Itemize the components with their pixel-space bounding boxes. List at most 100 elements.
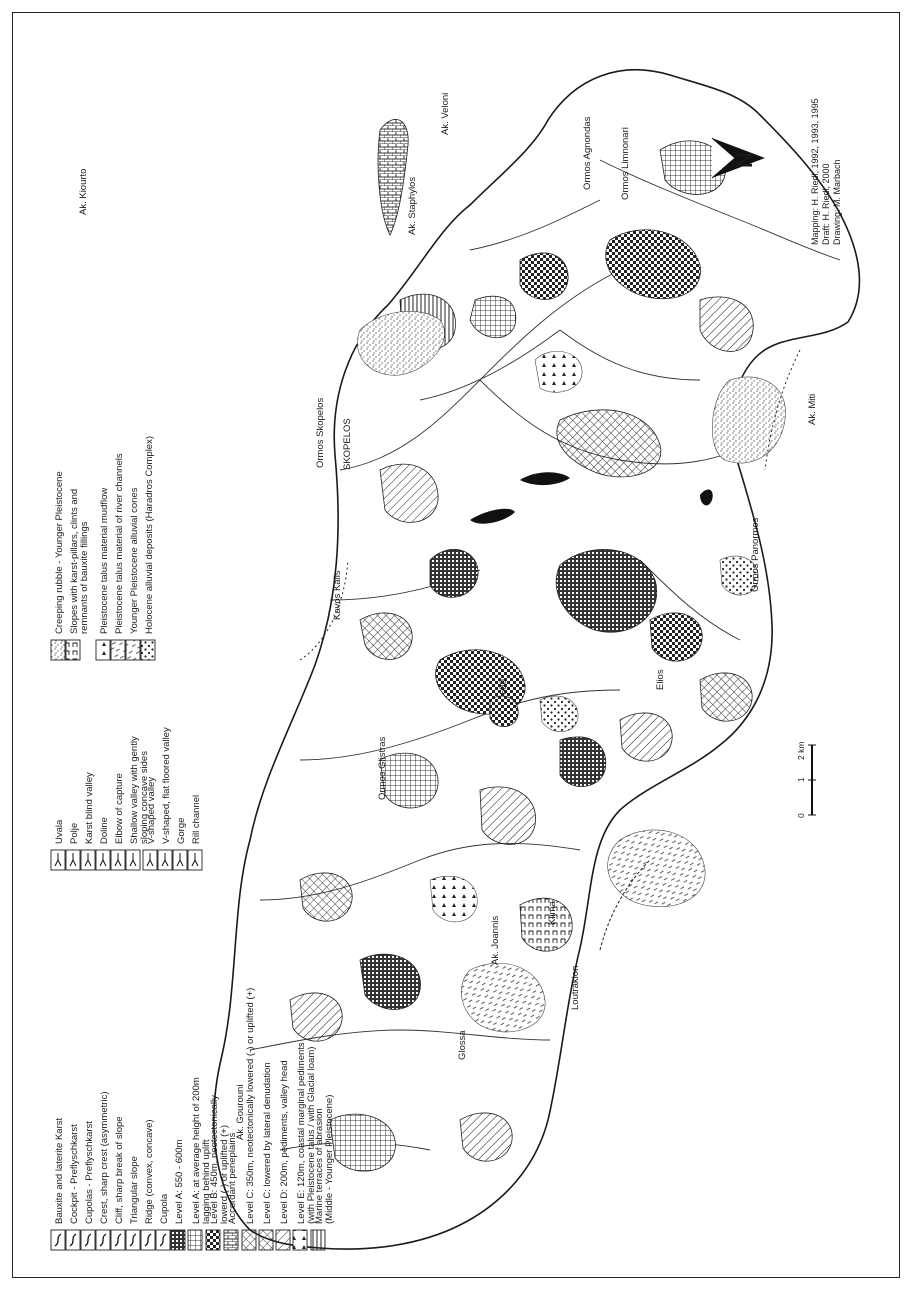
legend-label: Slopes with karst-pillars, clints and <box>69 489 80 634</box>
legend-label-line2: remnants of bauxite fillings <box>79 521 90 634</box>
legend-label-line2: (Middle - Younger Pleistocene) <box>324 1095 335 1224</box>
legend-label: V-shaped valley <box>146 777 157 844</box>
river-talus-icon <box>110 639 126 661</box>
bauxite-lenses <box>470 472 713 524</box>
cupola-rings-icon-glyph <box>84 1233 92 1247</box>
cupola-circle-icon-glyph <box>159 1233 167 1247</box>
holocene-dots-icon <box>140 639 156 661</box>
karst-pillars-icon <box>65 639 81 661</box>
place-labels: Ak. Gourouni Glossa Loutrakion Klima Ak.… <box>78 93 818 1140</box>
diagonal-cross-icon <box>258 1229 274 1251</box>
checker-dense-icon <box>170 1229 186 1251</box>
cliff-triangles-icon-glyph <box>114 1233 122 1247</box>
label-ormos-skopelos: Ormos Skopelos <box>315 398 326 468</box>
rill-icon-glyph <box>191 853 199 867</box>
label-ormos-agnondas: Ormos Agnondas <box>582 116 593 190</box>
legend-label: Cupola <box>159 1193 170 1224</box>
triangular-slope-icon-glyph <box>129 1233 137 1247</box>
landform-patches <box>289 119 754 1172</box>
crest-ticks-icon-glyph <box>99 1233 107 1247</box>
north-arrow-label: N <box>732 152 757 168</box>
alluvial-cone-icon <box>125 639 141 661</box>
label-loutrakion: Loutrakion <box>570 966 581 1010</box>
stream-network <box>249 159 841 1151</box>
vertical-hatch-icon <box>310 1229 326 1251</box>
scale-tick-1: 1 <box>796 777 806 782</box>
label-peak-680: 680 <box>498 679 509 695</box>
stipple-icon <box>50 639 66 661</box>
crest-lines <box>299 349 801 951</box>
legend-label-line2: lowerd (-) or uplifted (+) <box>219 1125 230 1224</box>
label-ak-staphylos: Ak. Staphylos <box>407 177 418 235</box>
legend-label: Rill channel <box>191 795 202 844</box>
scale-tick-0: 0 <box>796 813 806 818</box>
label-kavos-kalis: Kavos Kalis <box>332 570 343 620</box>
legend-label: Pleistocene talus material of river chan… <box>114 453 125 634</box>
label-ak-gourouni: Ak. Gourouni <box>235 1085 246 1140</box>
bauxite-lens-icon-glyph <box>54 1233 62 1247</box>
brick-icon <box>223 1229 239 1251</box>
label-glossa: Glossa <box>457 1030 468 1060</box>
legend-label: Holocene alluvial deposits (Haradros Com… <box>144 436 155 634</box>
flat-valley-icon-glyph <box>161 853 169 867</box>
credit-drawing: Drawing: M. Marbach <box>832 159 842 245</box>
legend-label: Karst blind valley <box>84 772 95 844</box>
polje-icon-glyph <box>69 853 77 867</box>
legend-label: Level A: at average height of 200m <box>191 1077 202 1224</box>
map-frame <box>12 12 900 1278</box>
legend-label-line2: (with Pleistocene talus / with Glacial l… <box>306 1047 317 1224</box>
legend-label: Elbow of capture <box>114 773 125 844</box>
checker-icon <box>205 1229 221 1251</box>
label-ak-kiourto: Ak. Kiourto <box>78 169 89 215</box>
label-ak-joannis: Ak. Joannis <box>490 916 501 965</box>
legend-label-line2: sloping concave sides <box>139 751 150 844</box>
legend-label: Uvala <box>54 819 65 844</box>
label-ak-veloni: Ak. Veloni <box>440 93 451 135</box>
label-ormos-panormos: Ormos Panormos <box>750 517 761 592</box>
legend-label: Shallow valley with gently <box>129 736 140 844</box>
credit-mapping: Mapping: H. Riedl, 1992, 1993, 1995 <box>810 98 820 245</box>
label-skopelos-town: SKOPELOS <box>342 418 353 470</box>
legend-label: Level A: 550 - 600m <box>174 1139 185 1224</box>
legend-label: Gorge <box>176 818 187 844</box>
cockpit-icon-glyph <box>69 1233 77 1247</box>
uvala-icon-glyph <box>54 853 62 867</box>
label-ak-miti: Ak. Miti <box>807 394 818 425</box>
blind-valley-icon-glyph <box>84 853 92 867</box>
legend-label: Level D: 200m, pediments, valley head <box>279 1060 290 1224</box>
scale-bar: 0 1 2 km <box>796 742 816 818</box>
legend-label: Bauxite and laterite Karst <box>54 1117 65 1224</box>
scale-tick-2km: 2 km <box>796 742 806 760</box>
v-valley-icon-glyph <box>146 853 154 867</box>
shallow-valley-icon-glyph <box>129 853 137 867</box>
legend-label: Marine terraces of abrasion <box>314 1108 325 1224</box>
credit-draft: Draft: H. Riedl, 2000 <box>821 163 831 245</box>
label-ormos-glistras: Ormos Glistras <box>377 736 388 800</box>
coastal-pediment-icon <box>292 1229 308 1251</box>
legend-label: Level C: lowered by lateral denudation <box>262 1062 273 1224</box>
doline-icon-glyph <box>99 853 107 867</box>
legend-label: Pleistocene talus material mudflow <box>99 488 110 634</box>
legend-label: Ridge (convex, concave) <box>144 1119 155 1224</box>
legend-label: Level E: 120m, coastal marginal pediment… <box>296 1042 307 1224</box>
grid-icon <box>187 1229 203 1251</box>
label-elios: Elios <box>655 669 666 690</box>
legend-label: Accordant peneplains <box>227 1132 238 1224</box>
legend-label-line2: lagging behind uplift <box>201 1139 212 1224</box>
ridge-icon-glyph <box>144 1233 152 1247</box>
crosshatch-icon <box>241 1229 257 1251</box>
north-arrow-icon: N <box>711 137 765 179</box>
legend-label: Cliff, sharp break of slope <box>114 1116 125 1224</box>
sediment-areas <box>357 310 786 1033</box>
label-ormos-limnonari: Ormos Limnonari <box>620 127 631 200</box>
legend-label: Triangular slope <box>129 1156 140 1224</box>
map-credits: Mapping: H. Riedl, 1992, 1993, 1995 Draf… <box>810 98 842 245</box>
legend-label: Cupolas - Preflyschkarst <box>84 1121 95 1224</box>
legend-label: Doline <box>99 817 110 844</box>
diagonal-hatch-icon <box>275 1229 291 1251</box>
legend-label: Level C: 350m, neotectonically lowered (… <box>245 988 256 1224</box>
